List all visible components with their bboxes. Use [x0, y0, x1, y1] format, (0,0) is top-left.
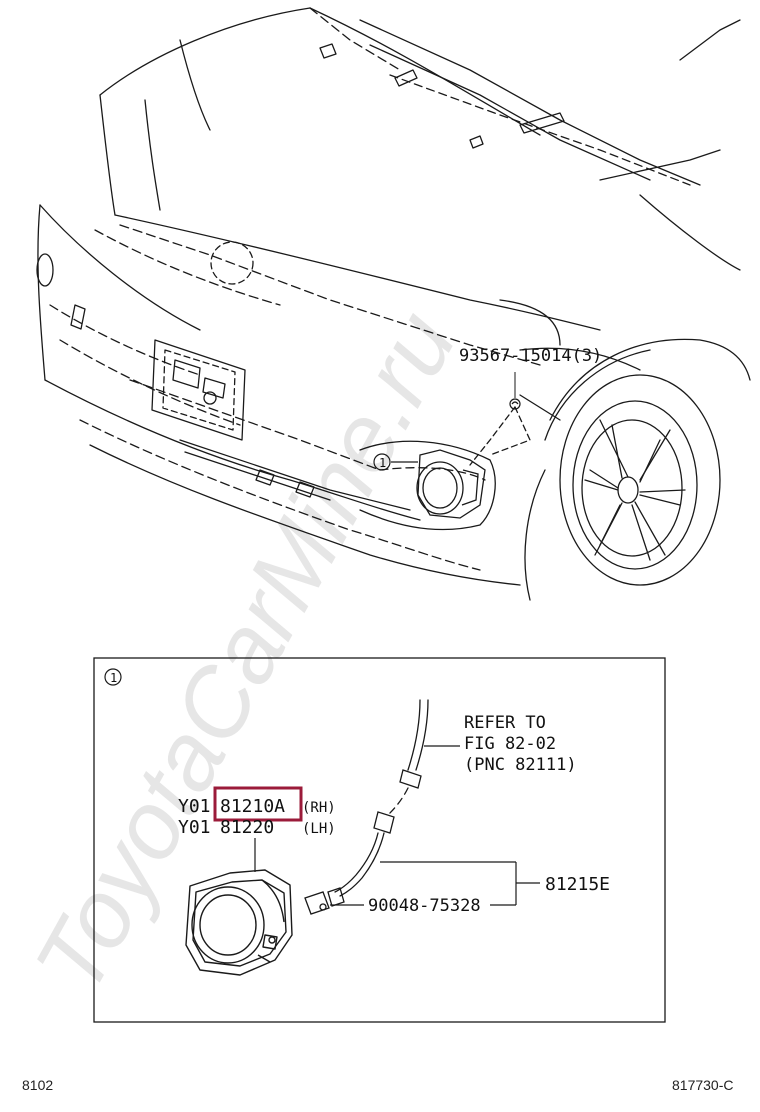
bolt-icon	[509, 372, 521, 410]
detail-marker: 1	[104, 668, 122, 686]
rh-suffix: (RH)	[302, 800, 336, 816]
ref-marker-1: ① 1	[373, 453, 418, 471]
svg-text:1: 1	[110, 671, 117, 685]
rh-part-number[interactable]: 81210A	[220, 796, 285, 817]
footer-right-code: 817730-C	[672, 1077, 734, 1093]
fog-lamp-installed	[416, 449, 486, 519]
refer-line-2: FIG 82-02	[464, 734, 556, 754]
rh-part-highlight	[213, 786, 303, 822]
bolt-callout: 93567-15014(3)	[459, 346, 602, 366]
connector-part-number[interactable]: 90048-75328	[368, 896, 481, 916]
harness-part-number[interactable]: 81215E	[545, 874, 610, 895]
harness-bracket	[330, 861, 540, 906]
svg-text:1: 1	[379, 456, 386, 470]
lh-part-number[interactable]: 81220	[220, 817, 274, 838]
wiring-harness	[304, 699, 429, 915]
lh-suffix: (LH)	[302, 821, 336, 837]
detail-box	[93, 657, 666, 1023]
refer-line-3: (PNC 82111)	[464, 755, 577, 775]
rh-prefix: Y01	[178, 796, 211, 817]
fog-lamp-detail	[185, 869, 293, 976]
refer-line-1: REFER TO	[464, 713, 546, 733]
vehicle-illustration	[36, 7, 751, 601]
lh-prefix: Y01	[178, 817, 211, 838]
footer-left-code: 8102	[22, 1077, 53, 1093]
